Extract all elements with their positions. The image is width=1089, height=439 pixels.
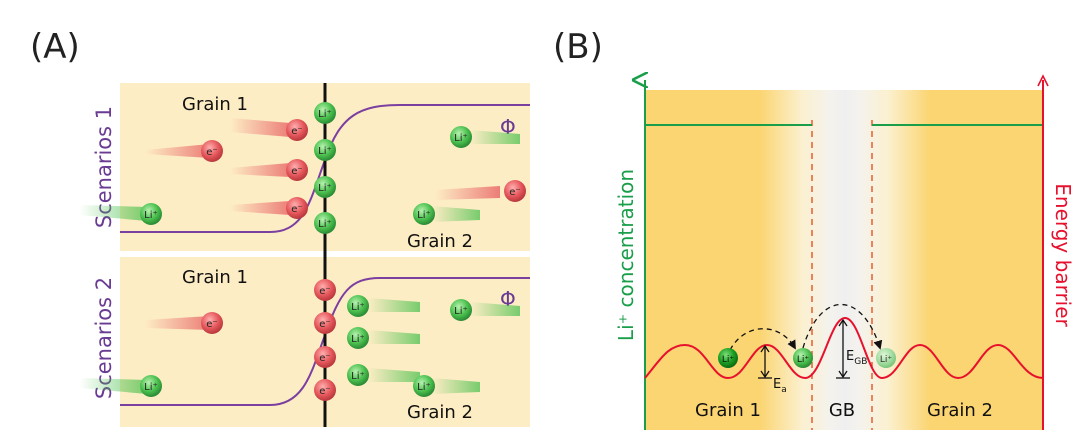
svg-text:Li⁺: Li⁺ xyxy=(797,355,810,365)
lithium-particle: Li⁺ xyxy=(450,299,472,321)
scenario-1-grain-1-label: Grain 1 xyxy=(182,94,248,115)
lithium-tail xyxy=(432,378,480,394)
svg-text:Li⁺: Li⁺ xyxy=(417,382,431,393)
lithium-ion-end: Li⁺ xyxy=(876,348,896,368)
lithium-tail xyxy=(80,378,147,394)
lithium-tail xyxy=(470,302,520,316)
scenario-2-panel: Scenarios 2 Grain 1 Grain 2 Φ e⁻ Li⁺ Li⁺… xyxy=(80,257,530,427)
lithium-particle: Li⁺ xyxy=(140,375,162,397)
electron-tail xyxy=(145,144,210,158)
svg-text:e⁻: e⁻ xyxy=(319,353,330,364)
lithium-tail xyxy=(470,130,520,144)
egb-marker-arrow-down xyxy=(838,370,848,379)
svg-text:Li⁺: Li⁺ xyxy=(144,382,158,393)
grain-boundary-band xyxy=(760,90,930,430)
svg-text:e⁻: e⁻ xyxy=(206,147,217,158)
svg-text:Li⁺: Li⁺ xyxy=(351,302,365,313)
svg-text:Li⁺: Li⁺ xyxy=(351,371,365,382)
scenario-1-grain-2-label: Grain 2 xyxy=(407,231,473,252)
svg-text:e⁻: e⁻ xyxy=(291,126,302,137)
electron-tail xyxy=(230,201,290,215)
hop-arrow-grain xyxy=(729,328,796,351)
hop-arrow-gb xyxy=(802,304,883,350)
lithium-particle: Li⁺ xyxy=(347,327,369,349)
panel-b-diagram: Li⁺ concentration Energy barrier Ea EGB … xyxy=(614,76,1075,430)
lithium-particle: Li⁺ xyxy=(413,203,435,225)
ea-label: Ea xyxy=(773,377,787,395)
boundary-lithium-ion: Li⁺ xyxy=(314,102,336,124)
lithium-ion-start: Li⁺ xyxy=(718,348,738,368)
svg-text:e⁻: e⁻ xyxy=(509,187,520,198)
svg-text:e⁻: e⁻ xyxy=(206,319,217,330)
boundary-lithium-ion: Li⁺ xyxy=(314,176,336,198)
svg-text:e⁻: e⁻ xyxy=(291,166,302,177)
scenario-2-grain-2-label: Grain 2 xyxy=(407,402,473,423)
svg-text:Li⁺: Li⁺ xyxy=(318,146,332,157)
boundary-electron: e⁻ xyxy=(314,312,336,334)
lithium-tail xyxy=(368,330,420,344)
lithium-particle: Li⁺ xyxy=(140,203,162,225)
lithium-tail xyxy=(368,298,420,312)
svg-text:Li⁺: Li⁺ xyxy=(417,210,431,221)
energy-barrier-axis-arrow xyxy=(1037,74,1049,87)
svg-text:Li⁺: Li⁺ xyxy=(351,334,365,345)
lithium-particle: Li⁺ xyxy=(450,126,472,148)
ea-marker-arrow-down xyxy=(760,370,770,379)
svg-text:e⁻: e⁻ xyxy=(291,204,302,215)
svg-text:Li⁺: Li⁺ xyxy=(318,109,332,120)
electron-particle: e⁻ xyxy=(504,180,526,202)
energy-landscape-curve xyxy=(644,316,1044,380)
svg-text:Li⁺: Li⁺ xyxy=(318,219,332,230)
scenario-1-panel: Scenarios 1 Grain 1 Grain 2 Φ e⁻ e⁻ e⁻ e… xyxy=(80,83,530,252)
svg-text:Li⁺: Li⁺ xyxy=(454,306,468,317)
svg-text:Li⁺: Li⁺ xyxy=(454,133,468,144)
boundary-lithium-ion: Li⁺ xyxy=(314,212,336,234)
svg-text:Li⁺: Li⁺ xyxy=(880,355,893,365)
svg-text:e⁻: e⁻ xyxy=(319,386,330,397)
electron-particle: e⁻ xyxy=(286,159,308,181)
egb-label: EGB xyxy=(846,349,867,367)
region-label-grain-2: Grain 2 xyxy=(927,400,993,421)
boundary-electron: e⁻ xyxy=(314,379,336,401)
electron-particle: e⁻ xyxy=(201,140,223,162)
electron-tail xyxy=(145,316,210,330)
svg-text:Li⁺: Li⁺ xyxy=(722,355,735,365)
lithium-particle: Li⁺ xyxy=(413,375,435,397)
electron-particle: e⁻ xyxy=(286,119,308,141)
electron-particle: e⁻ xyxy=(201,312,223,334)
lithium-particle: Li⁺ xyxy=(347,295,369,317)
lithium-tail xyxy=(368,368,420,382)
panel-a-label: (A) xyxy=(30,27,80,67)
scenario-2-grain-1-label: Grain 1 xyxy=(182,267,248,288)
region-label-grain-1: Grain 1 xyxy=(695,400,761,421)
energy-barrier-axis-label: Energy barrier xyxy=(1051,183,1075,327)
boundary-electron: e⁻ xyxy=(314,346,336,368)
lithium-particle: Li⁺ xyxy=(347,364,369,386)
ea-marker-arrow-up xyxy=(760,344,770,353)
svg-text:Li⁺: Li⁺ xyxy=(144,210,158,221)
electron-particle: e⁻ xyxy=(286,197,308,219)
region-label-gb: GB xyxy=(829,400,855,421)
egb-marker-arrow-up xyxy=(838,318,848,327)
boundary-electron: e⁻ xyxy=(314,279,336,301)
svg-text:e⁻: e⁻ xyxy=(319,319,330,330)
electron-tail xyxy=(230,163,290,177)
lithium-tail xyxy=(80,205,147,221)
boundary-lithium-ion: Li⁺ xyxy=(314,139,336,161)
panel-b-label: (B) xyxy=(553,27,603,67)
lithium-ion-mid: Li⁺ xyxy=(793,348,813,368)
li-concentration-axis-label: Li⁺ concentration xyxy=(614,169,638,341)
lithium-tail xyxy=(432,206,480,222)
svg-text:Li⁺: Li⁺ xyxy=(318,183,332,194)
svg-text:e⁻: e⁻ xyxy=(319,286,330,297)
electron-tail xyxy=(230,118,290,137)
electron-tail xyxy=(435,186,500,200)
